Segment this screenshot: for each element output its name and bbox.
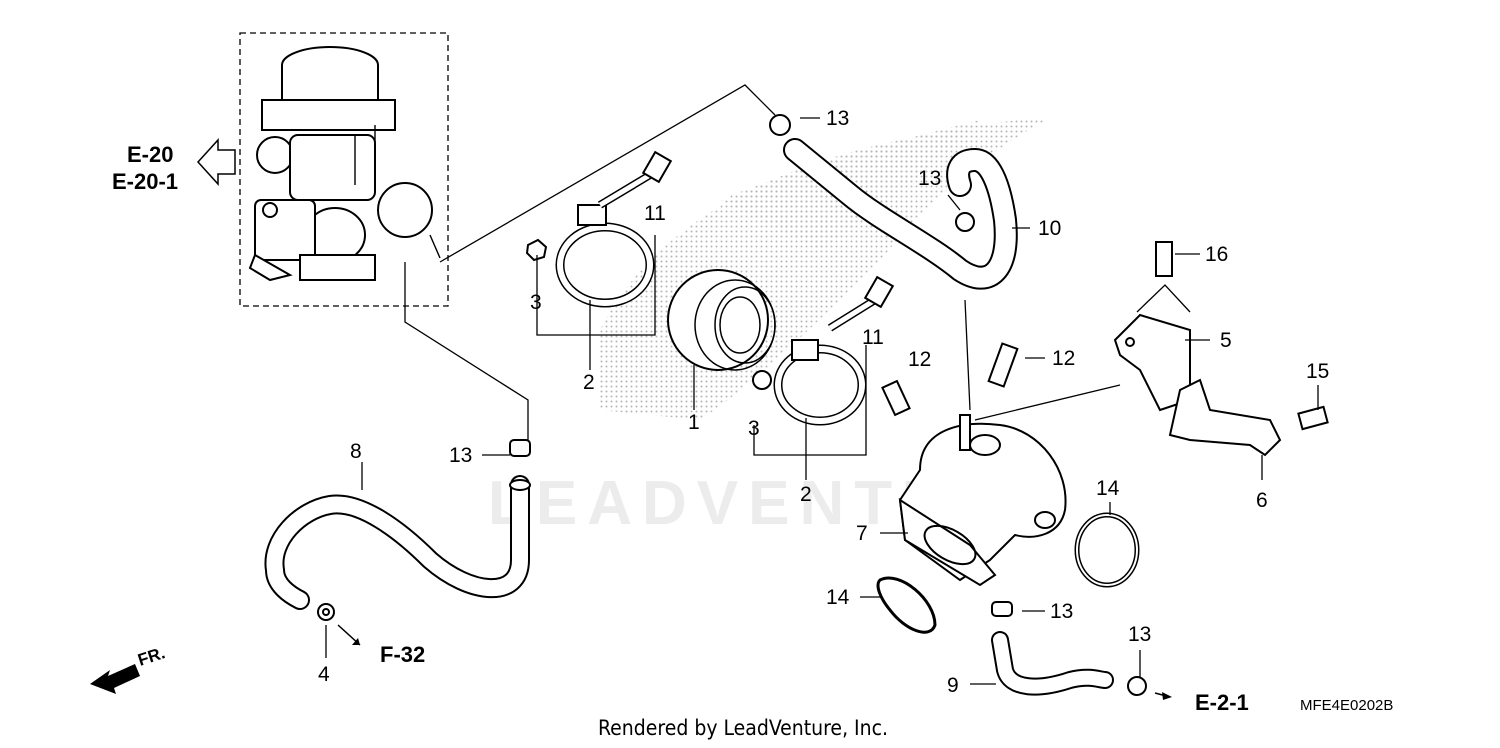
bolt-16 bbox=[1155, 241, 1173, 277]
callout-11-right: 11 bbox=[862, 326, 884, 349]
callout-5: 5 bbox=[1220, 329, 1232, 352]
callout-16: 16 bbox=[1205, 243, 1229, 266]
clamp-2-right bbox=[773, 339, 867, 426]
bracket-5 bbox=[1113, 313, 1191, 412]
callout-12-left: 12 bbox=[908, 348, 932, 371]
bolt-15 bbox=[1297, 405, 1329, 431]
callout-10: 10 bbox=[1038, 217, 1062, 240]
ref-e20-1[interactable]: E-20-1 bbox=[112, 169, 179, 194]
hose-10 bbox=[783, 138, 1018, 290]
nut-3-left bbox=[525, 238, 548, 262]
callout-13-left: 13 bbox=[449, 444, 473, 467]
front-arrow-icon bbox=[90, 664, 140, 694]
callout-13-bottom: 13 bbox=[1050, 600, 1074, 623]
clamp-2-left bbox=[555, 204, 655, 308]
callout-7: 7 bbox=[856, 522, 868, 545]
callout-8: 8 bbox=[350, 440, 362, 463]
arrow-right-icon-e21 bbox=[1154, 692, 1172, 700]
arrow-left-icon bbox=[196, 138, 236, 186]
callout-13-right: 13 bbox=[1128, 623, 1152, 646]
callout-6: 6 bbox=[1256, 489, 1268, 512]
leader-lines bbox=[361, 117, 1319, 685]
lead-carb-top bbox=[439, 84, 776, 263]
callout-14-left: 14 bbox=[826, 586, 850, 609]
arrow-right-icon-f32 bbox=[337, 624, 361, 646]
diagram-code: MFE4E0202B bbox=[1300, 697, 1394, 714]
hose-8 bbox=[264, 475, 531, 610]
callout-4: 4 bbox=[318, 663, 330, 686]
bolt-12-left bbox=[881, 379, 911, 417]
callout-2-right: 2 bbox=[800, 483, 812, 506]
callout-3-left: 3 bbox=[530, 291, 542, 314]
insulator-1 bbox=[667, 269, 776, 371]
clip-13-right bbox=[1127, 676, 1147, 696]
oring-14-right bbox=[1074, 512, 1140, 588]
hose-9 bbox=[991, 631, 1114, 696]
clip-13-left bbox=[509, 439, 531, 457]
bolt-11-right bbox=[827, 275, 895, 332]
lead-carb-bottom bbox=[404, 262, 529, 440]
nut-3-right bbox=[752, 370, 772, 390]
callout-13-hose10: 13 bbox=[918, 167, 942, 190]
ref-f32[interactable]: F-32 bbox=[380, 642, 426, 667]
callout-9: 9 bbox=[947, 674, 959, 697]
callout-3-right: 3 bbox=[748, 417, 760, 440]
callout-11-left: 11 bbox=[644, 202, 666, 225]
bolt-12-right bbox=[987, 342, 1019, 388]
callout-14-right: 14 bbox=[1096, 477, 1120, 500]
ref-e20[interactable]: E-20 bbox=[127, 142, 174, 167]
bolt-11-left bbox=[597, 150, 673, 209]
clip-4 bbox=[317, 603, 335, 621]
carburetor bbox=[248, 46, 441, 282]
bracket-6 bbox=[1168, 378, 1282, 457]
ref-e2-1[interactable]: E-2-1 bbox=[1195, 690, 1249, 715]
gasket-14-left bbox=[876, 576, 937, 634]
callout-2-left: 2 bbox=[583, 371, 595, 394]
manifold-7 bbox=[898, 414, 1067, 587]
carburetor-box bbox=[239, 32, 449, 307]
callout-12-right: 12 bbox=[1052, 347, 1076, 370]
callout-1: 1 bbox=[688, 411, 700, 434]
clip-13-hose10 bbox=[955, 212, 975, 232]
callout-15: 15 bbox=[1306, 360, 1330, 383]
callout-13-top: 13 bbox=[826, 107, 850, 130]
rendered-by-text: Rendered by LeadVenture, Inc. bbox=[598, 716, 888, 740]
clip-13-bottom bbox=[991, 601, 1013, 617]
clip-13-top bbox=[769, 114, 791, 136]
